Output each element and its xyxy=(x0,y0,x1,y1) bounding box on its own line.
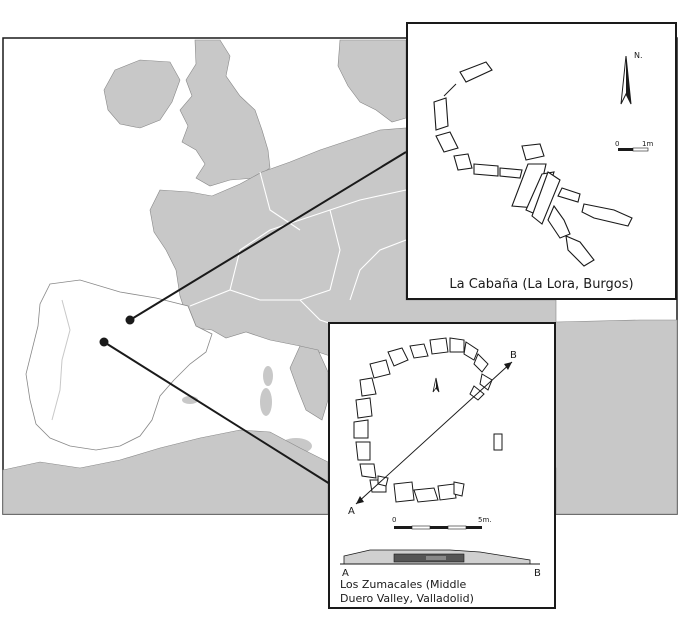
italy-landmass xyxy=(289,345,329,421)
los-zumacales-caption-line2: Duero Valley, Valladolid) xyxy=(340,592,474,605)
los-zumacales-caption-line1: Los Zumacales (Middle xyxy=(340,578,467,591)
los-zumacales-plan-drawing: A B 0 5m. A B xyxy=(340,337,541,576)
north-label: N. xyxy=(634,51,643,60)
scale-end-label: 1m xyxy=(642,140,653,148)
scale-start-label: 0 xyxy=(615,140,619,148)
section-label-b: B xyxy=(510,350,517,361)
profile-label-a: A xyxy=(342,568,349,576)
iberian-peninsula xyxy=(25,279,213,451)
profile-label-b: B xyxy=(534,568,541,576)
la-cabana-plan-drawing: N. 0 1m xyxy=(433,51,653,267)
north-arrow-icon xyxy=(620,55,632,105)
zum-scale-end-label: 5m. xyxy=(478,516,492,524)
panel-los-zumacales: A B 0 5m. A B Los Zumacales (Middle Duer… xyxy=(328,322,556,609)
section-line-ab xyxy=(355,361,513,505)
section-label-a: A xyxy=(348,506,355,517)
site-marker-cabana[interactable] xyxy=(125,315,135,325)
connector-line-cabana xyxy=(129,151,407,321)
ireland-landmass xyxy=(103,59,181,129)
sardinia-island xyxy=(260,388,272,416)
corsica-island xyxy=(263,366,273,386)
scale-bar xyxy=(618,147,649,152)
zumacales-stone-ring xyxy=(353,337,503,503)
zum-scale-start-label: 0 xyxy=(392,516,396,524)
zumacales-profile-section xyxy=(340,549,540,565)
iberia-border-lines xyxy=(51,299,71,421)
zumacales-scale-bar xyxy=(394,525,482,530)
connector-line-zumacales xyxy=(103,341,331,485)
great-britain-landmass xyxy=(179,39,271,187)
panel-la-cabana: N. 0 1m La Cabaña (La Lora, Bur xyxy=(406,22,677,300)
site-marker-zumacales[interactable] xyxy=(99,337,109,347)
cabana-stones xyxy=(433,61,633,267)
la-cabana-caption: La Cabaña (La Lora, Burgos) xyxy=(449,277,634,292)
north-arrow-icon-small xyxy=(432,377,440,393)
country-borders xyxy=(189,171,407,331)
